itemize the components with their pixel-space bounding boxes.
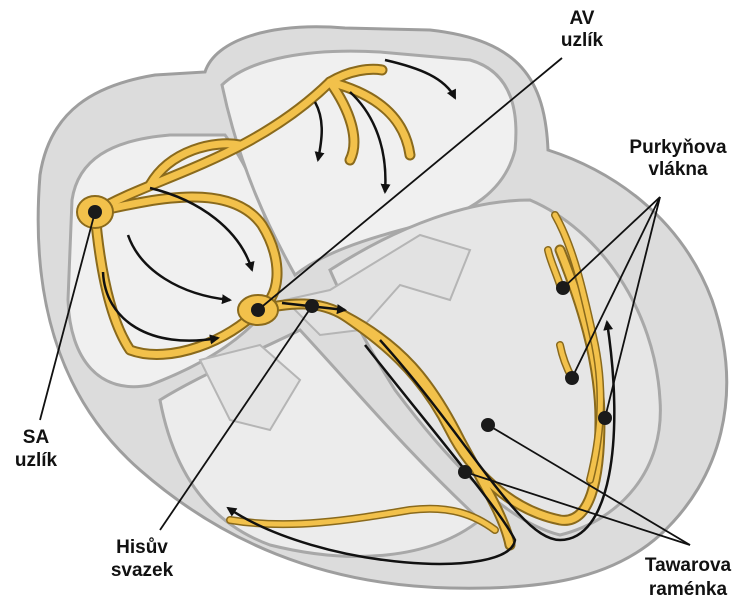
bundle-branches-label-line2: raménka — [649, 579, 728, 600]
dot-branch-1 — [481, 418, 495, 432]
purkinje-label-line1: Purkyňova — [629, 137, 727, 158]
dot-purkinje-2 — [565, 371, 579, 385]
dot-av-node — [251, 303, 265, 317]
sa-node-label-line2: uzlík — [15, 450, 58, 471]
dot-sa-node — [88, 205, 102, 219]
his-bundle-label-line1: Hisův — [116, 537, 168, 558]
purkinje-label-line2: vlákna — [648, 159, 708, 180]
bundle-branches-label-line1: Tawarova — [645, 555, 732, 576]
dot-his-bundle — [305, 299, 319, 313]
dot-purkinje-1 — [556, 281, 570, 295]
av-node-label-line2: uzlík — [561, 30, 604, 51]
dot-branch-2 — [458, 465, 472, 479]
his-bundle-label-line2: svazek — [111, 560, 174, 581]
dot-purkinje-3 — [598, 411, 612, 425]
av-node-label-line1: AV — [570, 8, 595, 29]
sa-node-label-line1: SA — [23, 427, 50, 448]
